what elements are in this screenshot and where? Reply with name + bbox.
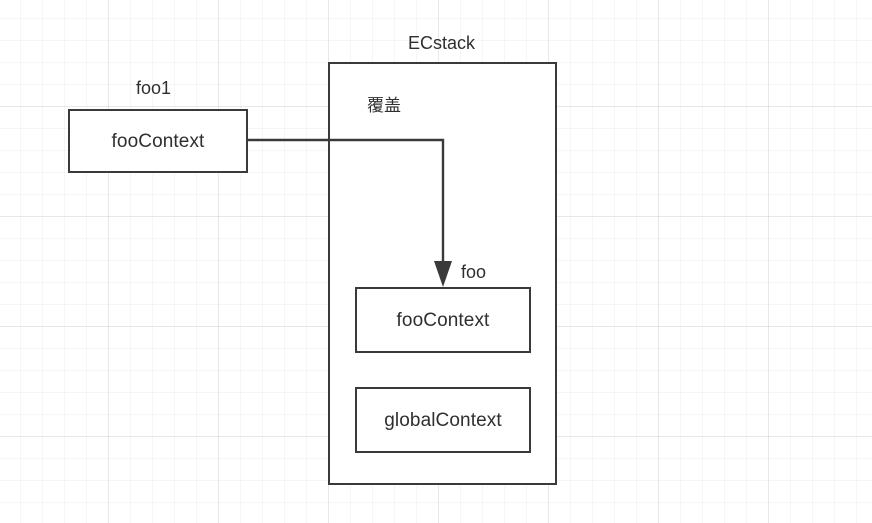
foo1-group-label: foo1 [136, 78, 172, 98]
inner-foo-context-box-label: fooContext [396, 309, 490, 331]
overwrite-note-label: 覆盖 [367, 96, 401, 116]
ecstack-container-title: ECstack [408, 33, 476, 53]
inner-foo-context-box[interactable]: fooContext [355, 287, 531, 353]
foo1-context-box[interactable]: fooContext [68, 109, 248, 173]
global-context-box[interactable]: globalContext [355, 387, 531, 453]
foo-group-label: foo [461, 262, 487, 282]
global-context-box-label: globalContext [384, 409, 502, 431]
foo1-context-box-label: fooContext [111, 130, 205, 152]
